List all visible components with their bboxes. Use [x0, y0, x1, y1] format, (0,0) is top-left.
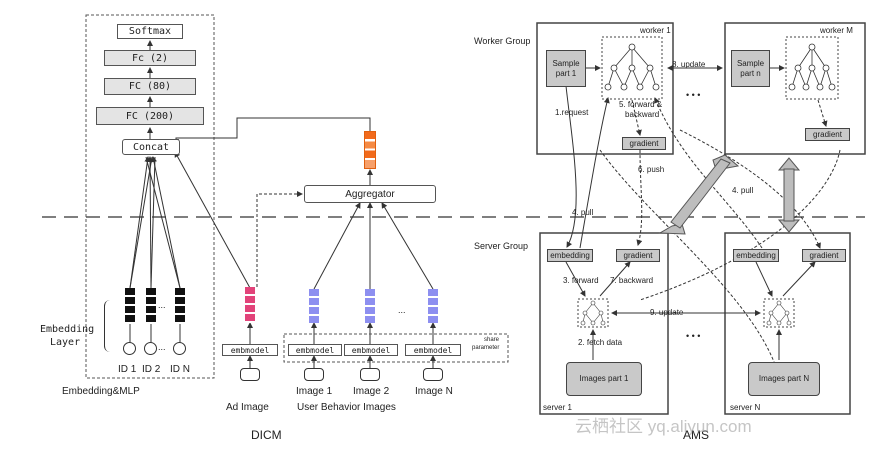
step-fetch-label: 2. fetch data [578, 338, 623, 347]
step-pull4-right-label: 4. pull [732, 186, 754, 195]
image1-label: Image 1 [296, 386, 333, 397]
sample-partn-line1: Sample [736, 58, 765, 68]
share-parameter-label-line2: parameter [472, 345, 500, 351]
serverN-network [766, 300, 792, 326]
idN-embedding-bar [175, 288, 185, 324]
step-forward3-label: 3. forward [563, 276, 599, 285]
id1-label: ID 1 [118, 364, 137, 375]
sample-part1-line1: Sample [552, 58, 580, 68]
watermark: 云栖社区 yq.aliyun.com [575, 417, 752, 436]
server1-gradient-box: gradient [616, 249, 660, 262]
fc80-box: FC (80) [104, 78, 196, 95]
serverN-gradient-box: gradient [802, 249, 846, 262]
imageN-embmodel-box: embmodel [405, 344, 461, 356]
fc2-box: Fc (2) [104, 50, 196, 66]
id2-label: ID 2 [142, 364, 161, 375]
image2-embmodel-box: embmodel [344, 344, 398, 356]
workerM-label: worker M [820, 26, 853, 35]
images-part1-box: Images part 1 [566, 362, 642, 396]
aggregated-embedding-bar [364, 131, 376, 169]
embedding-layer-brace [104, 300, 113, 352]
embedding-layer-label-line2: Layer [50, 337, 81, 348]
step-forward-backward-line2: backward [625, 110, 660, 119]
serverN-label: server N [730, 403, 761, 412]
image2-label: Image 2 [353, 386, 390, 397]
worker-server-link-arrow-left [658, 154, 740, 235]
workerM-gradient-box: gradient [805, 128, 850, 141]
server1-label: server 1 [543, 403, 572, 412]
server1-embedding-box: embedding [547, 249, 593, 262]
workerM-network [788, 43, 836, 91]
step-forward-backward-line1: 5. forward & [619, 100, 663, 109]
server1-network [580, 300, 606, 326]
image1-embedding-bar [309, 289, 319, 323]
step-request-label: 1.request [555, 108, 589, 117]
ams-dots-bottom: • • • [686, 331, 701, 341]
id2-embedding-bar [146, 288, 156, 324]
image2-icon [360, 368, 380, 381]
aggregator-box: Aggregator [304, 185, 436, 203]
imageN-embedding-bar [428, 289, 438, 323]
idN-circle [173, 342, 186, 355]
ad-image-embedding-bar [245, 287, 255, 323]
step-push-label: 6. push [638, 165, 665, 174]
sample-part1-line2: part 1 [555, 68, 577, 78]
idN-label: ID N [170, 364, 190, 375]
imageN-label: Image N [415, 386, 453, 397]
softmax-box: Softmax [117, 24, 183, 39]
user-behavior-images-label: User Behavior Images [297, 402, 396, 413]
step-pull4-left-label: 4. pull [572, 208, 594, 217]
server-group-label: Server Group [474, 241, 529, 251]
image2-embedding-bar [365, 289, 375, 323]
id-circle-ellipsis: ... [158, 342, 166, 352]
concat-box: Concat [122, 139, 180, 155]
ams-dots-top: • • • [686, 90, 701, 100]
step-update8-label: 8. update [672, 60, 706, 69]
embedding-mlp-panel [85, 14, 215, 379]
worker-group-label: Worker Group [474, 36, 531, 46]
id-ellipsis: ... [158, 300, 166, 310]
images-partN-box: Images part N [748, 362, 820, 396]
fc200-box: FC (200) [96, 107, 204, 125]
behavior-ellipsis: ... [398, 305, 406, 315]
sample-partn-line2: part n [740, 68, 761, 78]
share-parameter-label-line1: share [484, 337, 500, 343]
worker1-label: worker 1 [640, 26, 671, 35]
ad-image-icon [240, 368, 260, 381]
share-parameter-box [283, 333, 509, 363]
dicm-title: DICM [251, 428, 282, 442]
embedding-mlp-label: Embedding&MLP [62, 386, 140, 397]
id1-circle [123, 342, 136, 355]
imageN-icon [423, 368, 443, 381]
ad-embmodel-box: embmodel [222, 344, 278, 356]
worker1-box [536, 22, 674, 155]
ad-image-label: Ad Image [226, 402, 269, 413]
worker1-gradient-box: gradient [622, 137, 666, 150]
worker-server-link-arrow-right [777, 157, 801, 233]
image1-icon [304, 368, 324, 381]
step-backward7-label: 7. backward [610, 276, 654, 285]
worker1-network [604, 43, 660, 91]
id2-circle [144, 342, 157, 355]
ams-title: AMS [683, 428, 710, 442]
embedding-layer-label-line1: Embedding [40, 324, 95, 335]
serverN-embedding-box: embedding [733, 249, 779, 262]
image1-embmodel-box: embmodel [288, 344, 342, 356]
id1-embedding-bar [125, 288, 135, 324]
step-update9-label: 9. update [650, 308, 684, 317]
